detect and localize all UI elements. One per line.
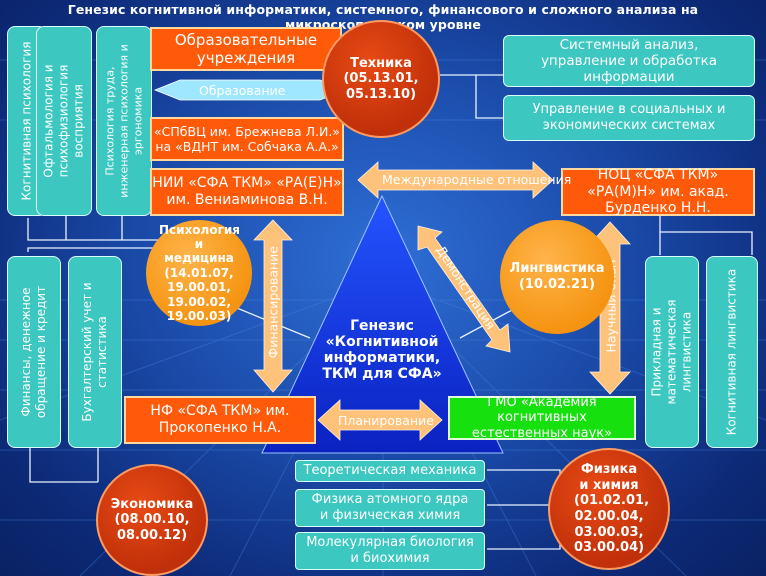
circle-linguistics: Лингвистика (10.02.21) (500, 220, 614, 334)
center-label: Генезис «Когнитивной информатики, ТКМ дл… (322, 318, 442, 383)
box-social-management: Управление в социальных и экономических … (503, 95, 755, 141)
box-gmo-academy: ГМО «Академия когнитивных естественных н… (448, 395, 636, 441)
column-ophthalmology: Офтальмология и психофизиология восприят… (36, 26, 92, 216)
circle-physics-codes: (01.02.01, 02.00.04, 03.00.03, 03.00.04) (574, 493, 650, 556)
circle-linguistics-codes: (10.02.21) (518, 277, 596, 292)
arrow-planning (317, 399, 443, 441)
arrow-financing (253, 219, 293, 393)
column-labor-psychology: Психология труда, инженерная психология … (96, 26, 152, 216)
circle-physics: Физика и химия (01.02.01, 02.00.04, 03.0… (548, 448, 670, 570)
circle-technology-codes: (05.13.01, 05.13.10) (343, 71, 419, 102)
circle-technology: Техника (05.13.01, 05.13.10) (322, 20, 440, 138)
box-molecular-biology: Молекулярная биология и биохимия (295, 532, 485, 570)
column-finance: Финансы, денежное обращение и кредит (7, 256, 61, 448)
circle-linguistics-name: Лингвистика (509, 261, 605, 277)
label-international: Международные отношения (382, 172, 572, 187)
column-accounting: Бухгалтерский учет и статистика (68, 256, 122, 448)
circle-psychology: Психология и медицина (14.01.07, 19.00.0… (146, 220, 252, 326)
circle-economics-codes: (08.00.10, 08.00.12) (114, 512, 190, 543)
column-cognitive-linguistics: Когнитивная лингвистика (706, 256, 758, 448)
circle-economics: Экономика (08.00.10, 08.00.12) (96, 464, 208, 576)
circle-physics-name: Физика и химия (579, 462, 639, 493)
box-system-analysis: Системный анализ, управление и обработка… (503, 35, 755, 87)
box-nuclear-physics: Физика атомного ядра и физическая химия (295, 489, 485, 527)
arrow-international (357, 161, 554, 199)
box-spbvc: «СПбВЦ им. Брежнева Л.И.» на «ВДНТ им. С… (150, 117, 344, 161)
column-applied-linguistics: Прикладная и математическая лингвистика (645, 256, 699, 448)
label-education: Образование (199, 83, 286, 98)
box-theoretical-mechanics: Теоретическая механика (295, 460, 485, 482)
label-planning: Планирование (338, 413, 434, 428)
arrow-demonstration (417, 225, 511, 353)
circle-psychology-name: Психология и медицина (159, 222, 240, 266)
box-noc-sfa: НОЦ «СФА ТКМ» «РА(М)Н» им. акад. Бурденк… (561, 167, 755, 216)
box-nii-sfa: НИИ «СФА ТКМ» «РА(Е)Н» им. Вениаминова В… (150, 168, 344, 216)
circle-economics-name: Экономика (110, 496, 194, 512)
box-nf-sfa: НФ «СФА ТКМ» им. Прокопенко Н.А. (124, 396, 316, 444)
circle-technology-name: Техника (350, 55, 412, 71)
circle-psychology-codes: (14.01.07, 19.00.01, 19.00.02, 19.00.03) (164, 265, 234, 323)
label-financing: Финансирование (265, 246, 281, 359)
